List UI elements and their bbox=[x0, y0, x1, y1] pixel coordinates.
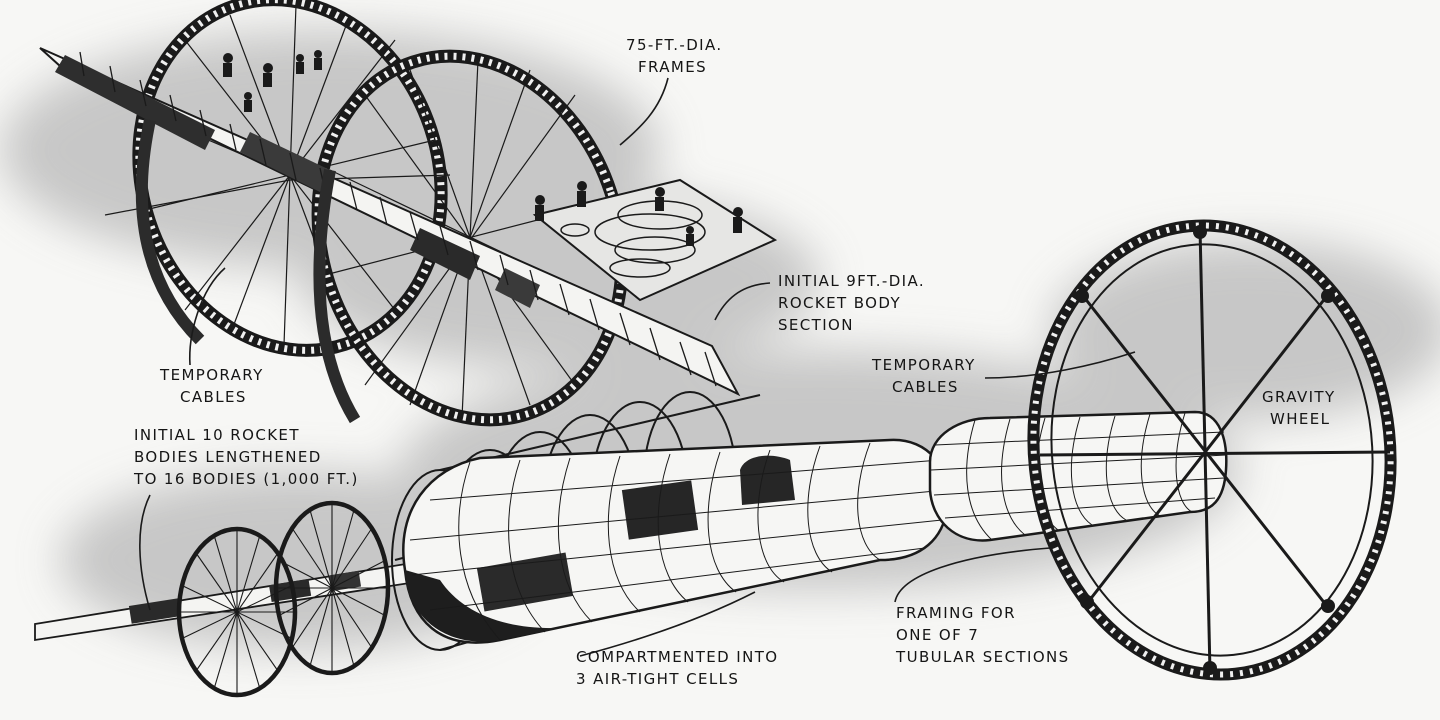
label-temporary-cables-left-line-1: TEMPORARY bbox=[160, 366, 264, 384]
tubular-section-right bbox=[928, 410, 1228, 542]
label-compartmented-line-1: COMPARTMENTED INTO bbox=[576, 648, 779, 666]
label-rocket-body-line-2: ROCKET BODY bbox=[778, 294, 902, 312]
compartmented-cylinder bbox=[402, 438, 950, 644]
label-framing-line-2: ONE OF 7 bbox=[896, 626, 980, 644]
gravity-wheel bbox=[1027, 219, 1397, 681]
label-framing: FRAMING FOR ONE OF 7 TUBULAR SECTIONS bbox=[896, 602, 1070, 668]
label-temporary-cables-left: TEMPORARY CABLES bbox=[160, 364, 264, 408]
label-frames-line-1: 75-FT.-DIA. bbox=[626, 36, 723, 54]
label-frames: 75-FT.-DIA. FRAMES bbox=[626, 34, 723, 78]
label-framing-line-1: FRAMING FOR bbox=[896, 604, 1016, 622]
label-temporary-cables-right-line-2: CABLES bbox=[892, 378, 959, 396]
label-lengthened-bodies-line-3: TO 16 BODIES (1,000 FT.) bbox=[134, 470, 359, 488]
label-framing-line-3: TUBULAR SECTIONS bbox=[896, 648, 1070, 666]
label-compartmented: COMPARTMENTED INTO 3 AIR-TIGHT CELLS bbox=[576, 646, 778, 690]
label-gravity-wheel-line-1: GRAVITY bbox=[1262, 388, 1336, 406]
rocket-body-tube bbox=[39, 47, 741, 397]
label-rocket-body-line-1: INITIAL 9FT.-DIA. bbox=[778, 272, 926, 290]
frame-hoop-front-arcs bbox=[135, 118, 361, 424]
lower-assembly bbox=[34, 219, 1397, 698]
label-gravity-wheel: GRAVITY WHEEL bbox=[1262, 386, 1336, 430]
label-lengthened-bodies: INITIAL 10 ROCKET BODIES LENGTHENED TO 1… bbox=[134, 424, 359, 490]
label-temporary-cables-right: TEMPORARY CABLES bbox=[872, 354, 976, 398]
label-rocket-body-line-3: SECTION bbox=[778, 316, 854, 334]
astronaut-figures bbox=[223, 50, 743, 246]
label-temporary-cables-left-line-2: CABLES bbox=[180, 388, 247, 406]
label-gravity-wheel-line-2: WHEEL bbox=[1270, 410, 1331, 428]
label-rocket-body: INITIAL 9FT.-DIA. ROCKET BODY SECTION bbox=[778, 270, 925, 336]
label-frames-line-2: FRAMES bbox=[638, 58, 708, 76]
lengthened-rocket-tube bbox=[34, 550, 483, 642]
small-spoked-wheel-2 bbox=[273, 500, 391, 676]
label-temporary-cables-right-line-1: TEMPORARY bbox=[872, 356, 976, 374]
label-compartmented-line-2: 3 AIR-TIGHT CELLS bbox=[576, 670, 740, 688]
leader-lines bbox=[139, 77, 1136, 657]
label-lengthened-bodies-line-1: INITIAL 10 ROCKET bbox=[134, 426, 300, 444]
upper-assembly bbox=[39, 0, 778, 427]
label-lengthened-bodies-line-2: BODIES LENGTHENED bbox=[134, 448, 322, 466]
